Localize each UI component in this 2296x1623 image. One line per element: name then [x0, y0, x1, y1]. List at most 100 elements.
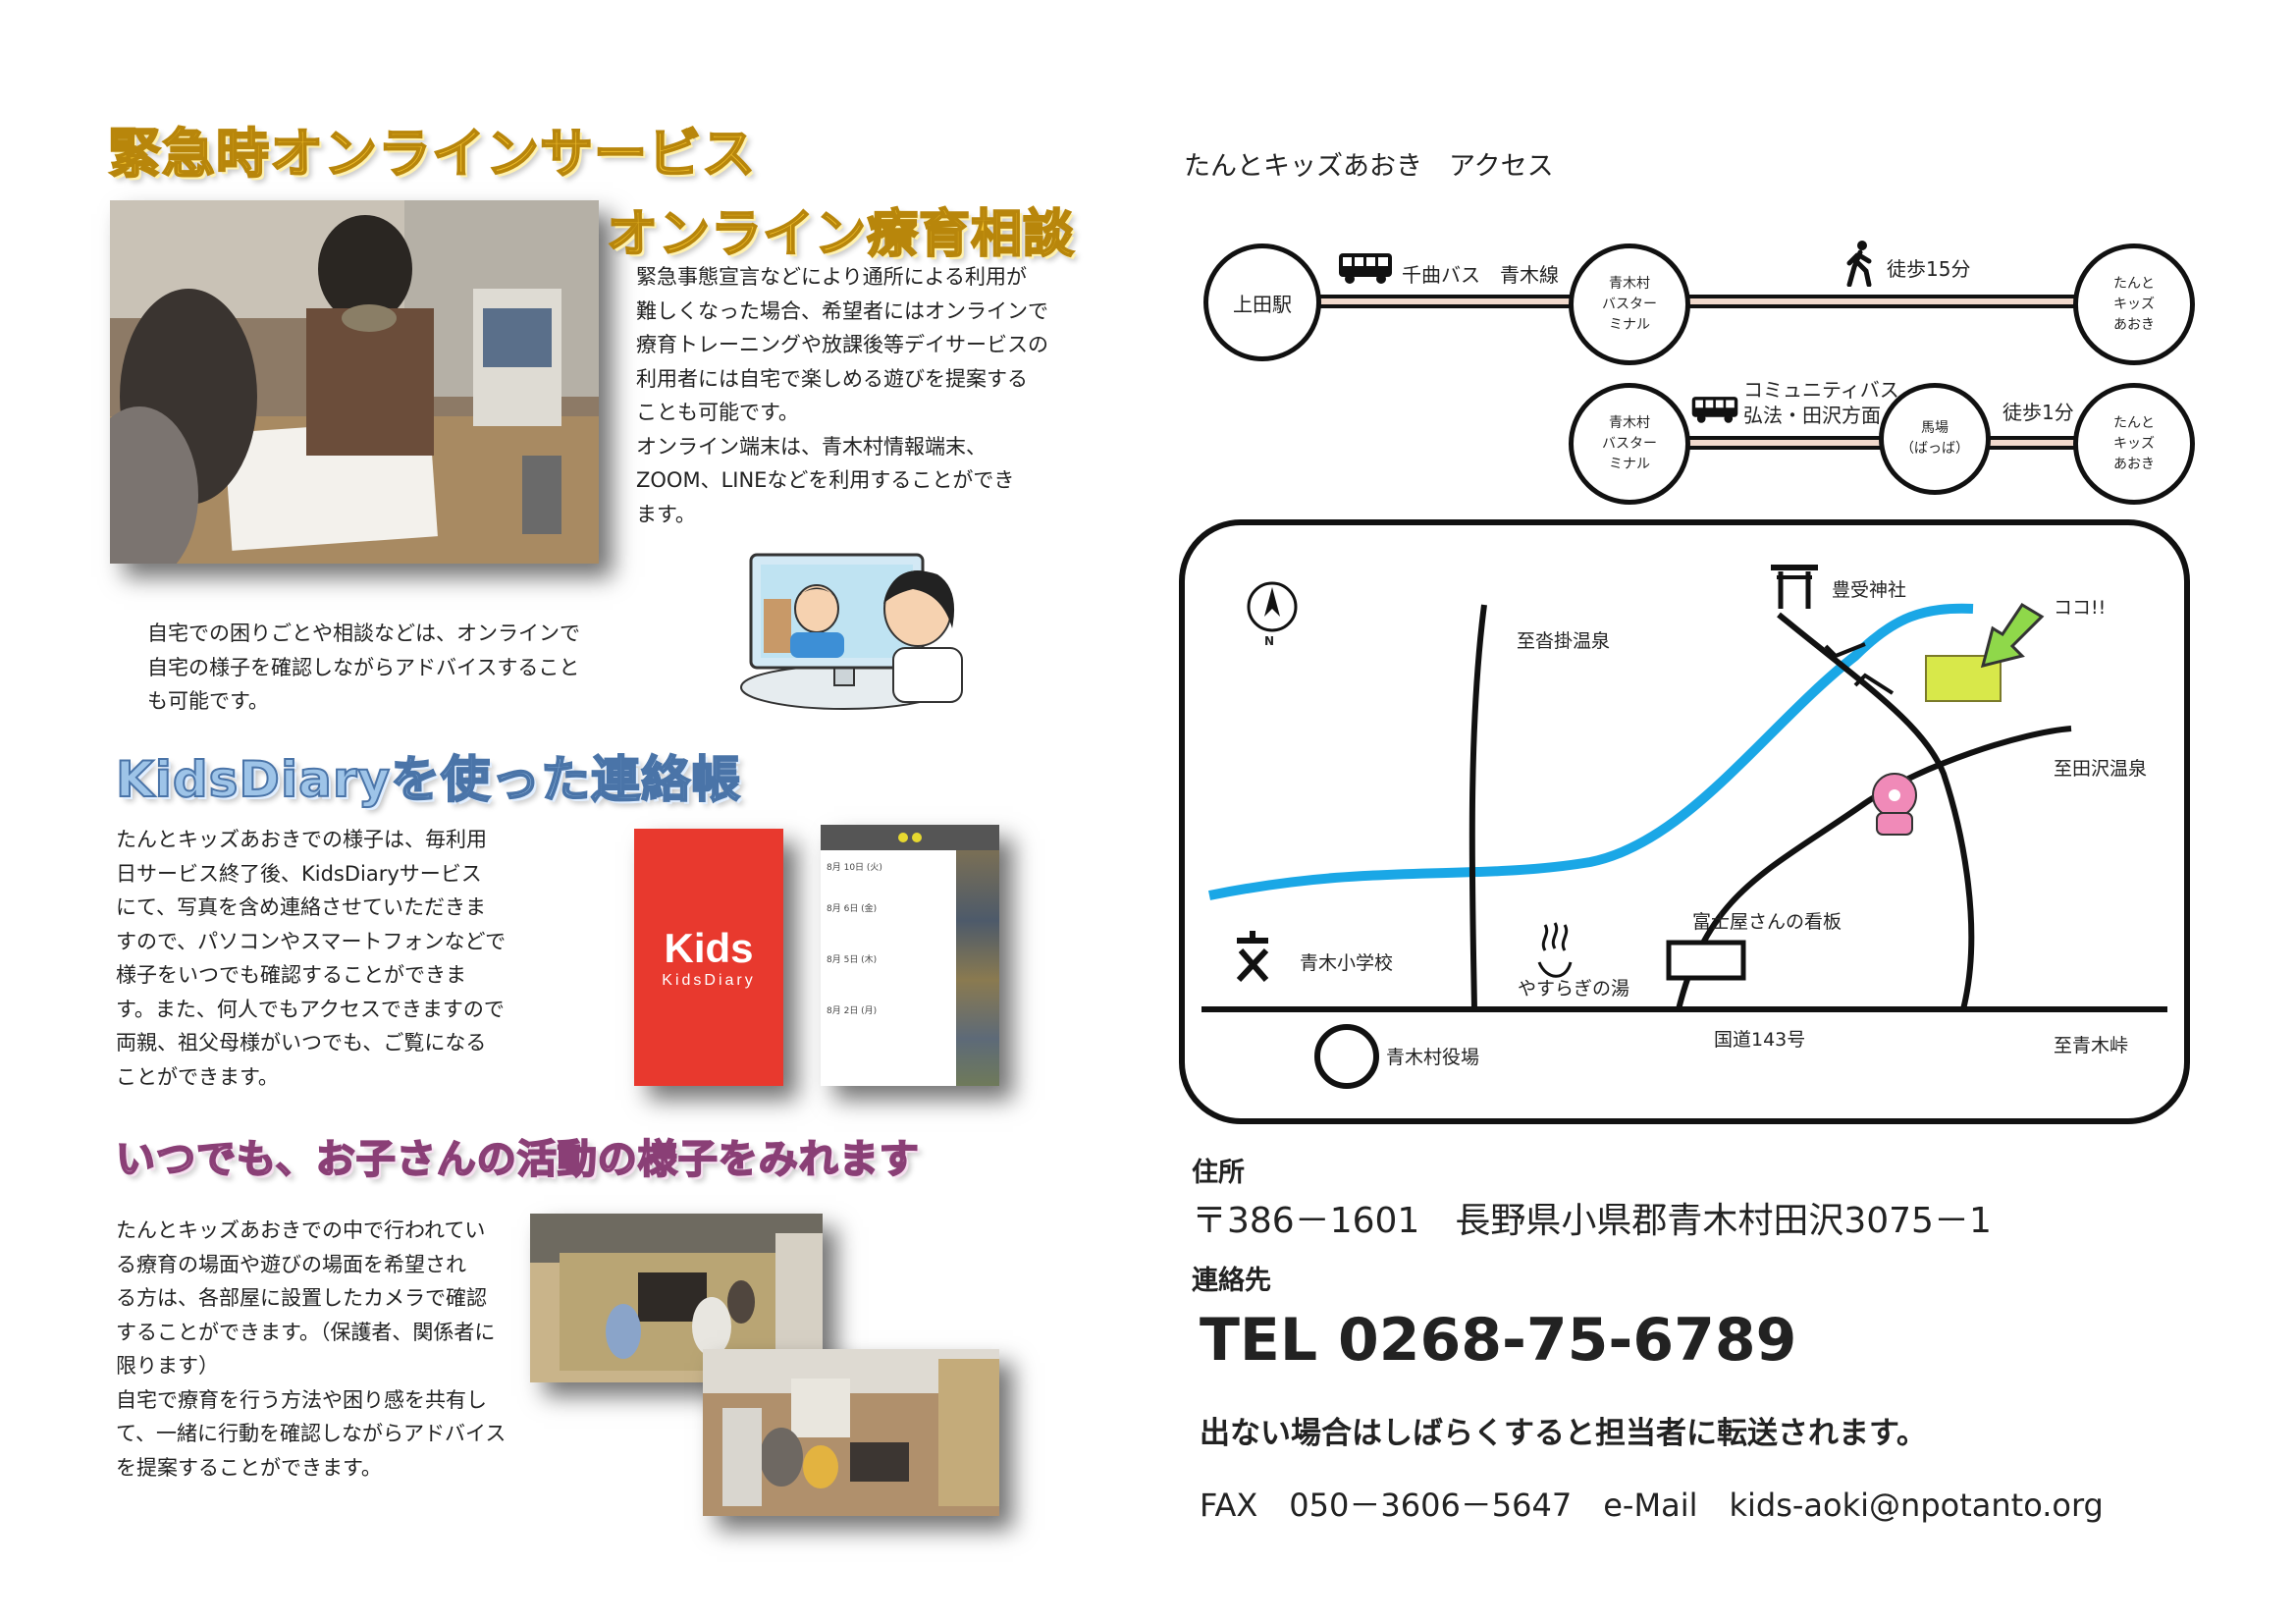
text-line: る方は、各部屋に設置したカメラで確認: [116, 1286, 487, 1310]
section3-paragraph: たんとキッズあおきでの中で行われてい る療育の場面や遊びの場面を希望され る方は…: [116, 1214, 506, 1485]
map-route143: 国道143号: [1714, 1029, 1806, 1051]
diary-date: 8月 6日 (金): [827, 904, 878, 914]
map-village-office: 青木村役場: [1386, 1047, 1480, 1068]
terminal-line: バスター: [1602, 435, 1657, 452]
map-north: N: [1264, 634, 1275, 648]
route2-bus-label: コミュニティバス 弘法・田沢方面: [1743, 377, 1899, 428]
terminal-line: 青木村: [1609, 414, 1650, 431]
bus-terminal-2: 青木村 バスター ミナル: [1569, 383, 1690, 505]
route2-walk-label: 徒歩1分: [2002, 401, 2074, 424]
camera-photo-1: [530, 1214, 823, 1382]
route2-track-a: [1688, 436, 1885, 450]
dot-icon: [912, 833, 922, 842]
kidsdiary-logo-small: KidsDiary: [662, 972, 756, 989]
map-to-aoki-pass: 至青木峠: [2054, 1035, 2129, 1056]
text-line: 利用者には自宅で楽しめる遊びを提案する: [636, 366, 1028, 391]
text-line: も可能です。: [147, 689, 269, 713]
bus-icon: [1337, 251, 1394, 289]
text-line: オンライン端末は、青木村情報端末、: [636, 434, 987, 459]
text-line: たんとキッズあおきでの様子は、毎利用: [116, 828, 487, 851]
diary-date: 8月 5日 (木): [827, 955, 878, 965]
section2-title: KidsDiaryを使った連絡帳: [115, 750, 742, 809]
dot-icon: [898, 833, 908, 842]
text-line: ZOOM、LINEなどを利用することができ: [636, 468, 1015, 492]
route1-track-b: [1688, 295, 2081, 308]
text-line: 自宅の様子を確認しながらアドバイスすること: [147, 655, 580, 679]
text-line: にて、写真を含め連絡させていただきま: [116, 895, 486, 919]
dest-line: たんと: [2113, 275, 2155, 292]
text-line: ます。: [636, 502, 696, 526]
dest-line: キッズ: [2113, 296, 2155, 312]
contact-label: 連絡先: [1192, 1266, 1271, 1296]
text-line: 日サービス終了後、KidsDiaryサービス: [116, 861, 482, 886]
bus-label-line: コミュニティバス: [1743, 378, 1899, 402]
diary-date: 8月 10日 (火): [827, 863, 882, 873]
walking-icon: [1843, 240, 1877, 291]
address: 〒386－1601 長野県小県郡青木村田沢3075－1: [1192, 1201, 1992, 1241]
route1-bus-label: 千曲バス 青木線: [1402, 263, 1559, 287]
camera-photo-2: [703, 1349, 999, 1516]
stop-line: （ばっば）: [1900, 441, 1969, 457]
mascot-icon: [1872, 773, 1917, 836]
map-yasuragi: やすらぎの湯: [1518, 978, 1630, 1000]
destination-1: たんと キッズ あおき: [2073, 243, 2195, 365]
video-call-illustration: [736, 550, 972, 712]
station-ueda: 上田駅: [1203, 243, 1321, 361]
text-line: て、一緒に行動を確認しながらアドバイス: [116, 1422, 507, 1445]
text-line: 両親、祖父母様がいつでも、ご覧になる: [116, 1031, 487, 1055]
text-line: 自宅での困りごとや相談などは、オンラインで: [147, 622, 580, 645]
terminal-line: 青木村: [1609, 275, 1650, 292]
dest-line: あおき: [2113, 316, 2155, 333]
terminal-line: ミナル: [1609, 316, 1650, 333]
text-line: すので、パソコンやスマートフォンなどで: [116, 929, 507, 953]
map-school: 青木小学校: [1300, 952, 1394, 974]
text-line: ことができます。: [116, 1064, 279, 1089]
section1-title-online-consult: オンライン療育相談: [606, 204, 1076, 265]
map-fujiya: 富士屋さんの看板: [1692, 911, 1842, 933]
access-map: N 至沓掛温泉 豊受神社 ココ!! 至田沢温泉 青木小学校 やすらぎの湯 富士屋…: [1178, 518, 2191, 1125]
route2-track-b: [1987, 436, 2081, 450]
kidsdiary-logo-big: Kids: [664, 925, 754, 971]
stop-line: 馬場: [1921, 420, 1949, 436]
text-line: 限ります）: [116, 1354, 219, 1378]
text-line: 自宅で療育を行う方法や困り感を共有し: [116, 1387, 487, 1412]
section1-paragraph: 緊急事態宣言などにより通所による利用が 難しくなった場合、希望者にはオンラインで…: [636, 260, 1048, 531]
text-line: る療育の場面や遊びの場面を希望され: [116, 1252, 466, 1276]
text-line: たんとキッズあおきでの中で行われてい: [116, 1218, 486, 1242]
map-here: ココ!!: [2054, 597, 2107, 619]
hot-spring-icon: [1537, 922, 1573, 978]
dest-line: あおき: [2113, 456, 2155, 472]
text-line: 緊急事態宣言などにより通所による利用が: [636, 265, 1027, 289]
terminal-line: ミナル: [1609, 456, 1650, 472]
map-to-tazawa: 至田沢温泉: [2054, 758, 2148, 780]
text-line: することができます。（保護者、関係者に: [116, 1320, 496, 1344]
address-label: 住所: [1192, 1158, 1245, 1188]
tel-note: 出ない場合はしばらくすると担当者に転送されます。: [1200, 1416, 1927, 1451]
access-title: たんとキッズあおき アクセス: [1184, 151, 1554, 182]
diary-date: 8月 2日 (月): [827, 1006, 878, 1016]
community-bus-icon: [1690, 395, 1739, 428]
consultation-photo: [110, 200, 599, 564]
stop-baba: 馬場 （ばっば）: [1879, 383, 1991, 495]
text-line: す。また、何人でもアクセスできますので: [116, 997, 505, 1021]
destination-2: たんと キッズ あおき: [2073, 383, 2195, 505]
station-ueda-label: 上田駅: [1233, 292, 1292, 316]
torii-icon: [1771, 565, 1818, 609]
bus-label-line: 弘法・田沢方面: [1743, 404, 1881, 427]
kidsdiary-logo: Kids KidsDiary: [634, 829, 783, 1086]
map-shrine: 豊受神社: [1832, 579, 1907, 601]
terminal-line: バスター: [1602, 296, 1657, 312]
fax-email: FAX 050－3606－5647 e-Mail kids-aoki@npota…: [1200, 1487, 2104, 1524]
school-icon: [1236, 931, 1269, 983]
tel-number: TEL 0268-75-6789: [1200, 1306, 1797, 1375]
text-line: 療育トレーニングや放課後等デイサービスの: [636, 333, 1048, 356]
bus-terminal-1: 青木村 バスター ミナル: [1569, 243, 1690, 365]
route1-walk-label: 徒歩15分: [1887, 257, 1971, 281]
section1-title-emergency: 緊急時オンラインサービス: [107, 122, 756, 186]
text-line: ことも可能です。: [636, 401, 799, 424]
dest-line: たんと: [2113, 414, 2155, 431]
section1-caption: 自宅での困りごとや相談などは、オンラインで 自宅の様子を確認しながらアドバイスす…: [147, 617, 580, 719]
text-line: 様子をいつでも確認することができま: [116, 963, 466, 987]
kidsdiary-screen: 8月 10日 (火) 8月 6日 (金) 8月 5日 (木) 8月 2日 (月): [821, 825, 999, 1086]
text-line: 難しくなった場合、希望者にはオンラインで: [636, 298, 1048, 323]
